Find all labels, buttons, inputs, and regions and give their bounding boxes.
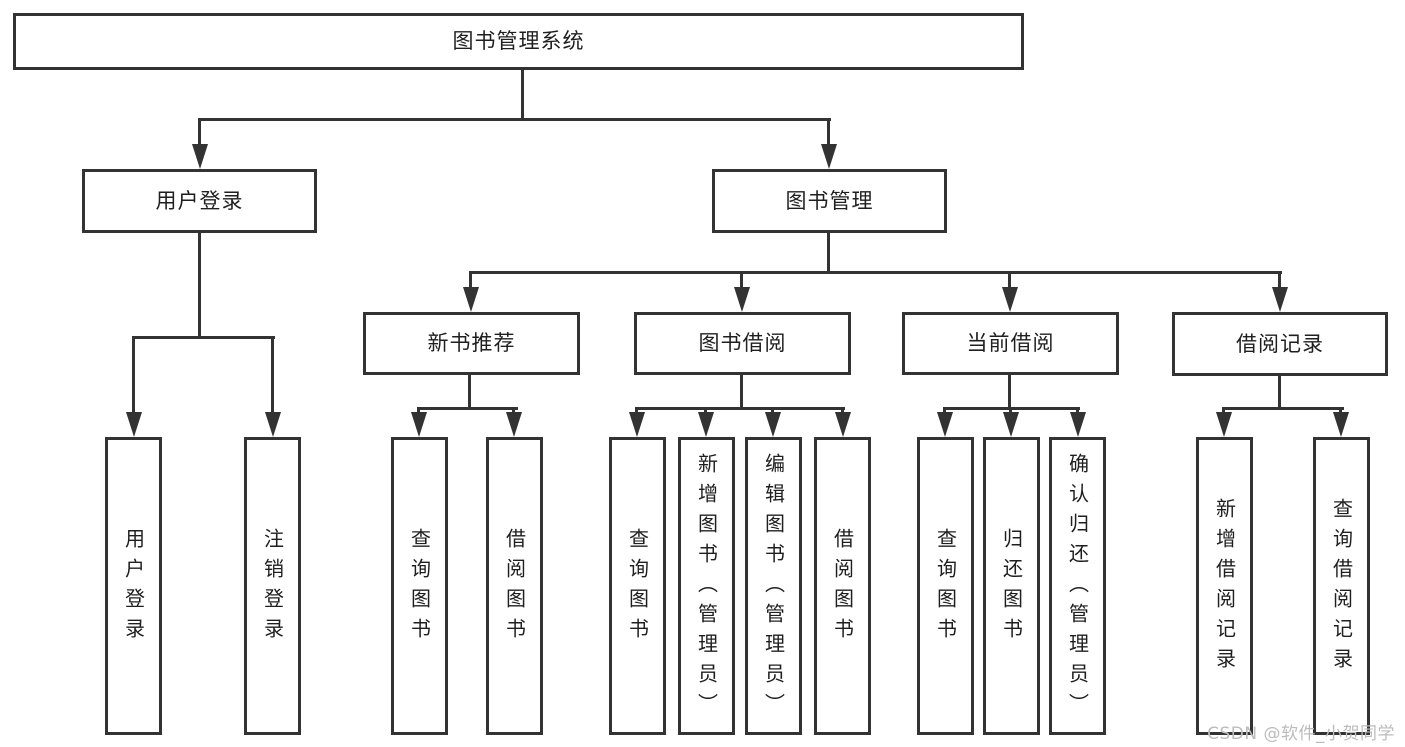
node-book-borrow: 图书借阅	[634, 312, 851, 375]
node-borrow-records: 借阅记录	[1172, 312, 1388, 376]
leaf-query-books-2: 查询图书	[609, 437, 666, 735]
leaf-query-books-1: 查询图书	[391, 437, 448, 735]
connector-root-bar	[198, 118, 831, 121]
leaf-query-books-3: 查询图书	[917, 437, 974, 735]
connector-borrow-records-stem	[1278, 376, 1281, 410]
connector-level3-bar	[469, 271, 1282, 274]
connector-new-book-recommend-stem	[468, 375, 471, 410]
connector-drop-add-book	[704, 407, 707, 415]
leaf-return-books: 归还图书	[983, 437, 1040, 735]
connector-drop-new-book-recommend	[469, 271, 472, 290]
leaf-logout: 注销登录	[244, 437, 301, 735]
connector-current-borrow-stem	[1008, 375, 1011, 410]
connector-new-book-recommend-bar	[417, 407, 518, 410]
connector-drop-borrow-records	[1278, 271, 1281, 290]
arrowhead-edit-book-icon	[765, 412, 781, 437]
leaf-query-borrow-record: 查询借阅记录	[1313, 437, 1370, 735]
arrowhead-leaf-user-login-icon	[126, 412, 142, 437]
connector-drop-query-books-2	[635, 407, 638, 415]
arrowhead-return-books-icon	[1003, 412, 1019, 437]
connector-user-login-stem	[198, 233, 201, 338]
arrowhead-book-borrow-icon	[734, 287, 750, 312]
connector-drop-borrow-books-2	[841, 407, 844, 415]
arrowhead-leaf-logout-icon	[265, 412, 281, 437]
connector-drop-edit-book	[771, 407, 774, 415]
arrowhead-borrow-books-1-icon	[506, 412, 522, 437]
arrowhead-add-borrow-record-icon	[1216, 412, 1232, 437]
leaf-borrow-books-2: 借阅图书	[814, 437, 871, 735]
arrowhead-borrow-books-2-icon	[835, 412, 851, 437]
connector-drop-query-books-3	[943, 407, 946, 415]
node-book-management: 图书管理	[712, 169, 947, 233]
connector-drop-current-borrow	[1008, 271, 1011, 290]
connector-drop-return-books	[1009, 407, 1012, 415]
connector-book-management-stem	[827, 233, 830, 274]
leaf-add-borrow-record: 新增借阅记录	[1196, 437, 1253, 735]
node-current-borrow: 当前借阅	[902, 312, 1119, 375]
connector-drop-leaf-user-login	[132, 336, 135, 415]
arrowhead-query-books-2-icon	[629, 412, 645, 437]
leaf-edit-book-admin: 编辑图书（管理员）	[745, 437, 802, 735]
leaf-confirm-return-admin: 确认归还（管理员）	[1049, 437, 1106, 735]
arrowhead-book-management-icon	[821, 144, 837, 169]
arrowhead-query-borrow-record-icon	[1333, 412, 1349, 437]
connector-drop-borrow-books-1	[512, 407, 515, 415]
arrowhead-add-book-icon	[698, 412, 714, 437]
connector-drop-confirm-return	[1076, 407, 1079, 415]
connector-borrow-records-bar	[1222, 407, 1344, 410]
csdn-watermark: CSDN @软件_小贺同学	[1207, 724, 1395, 744]
connector-drop-book-borrow	[740, 271, 743, 290]
connector-book-borrow-stem	[740, 375, 743, 410]
arrowhead-confirm-return-icon	[1070, 412, 1086, 437]
leaf-user-login: 用户登录	[105, 437, 162, 735]
arrowhead-user-login-icon	[192, 144, 208, 169]
connector-root-stem	[521, 68, 524, 120]
node-new-book-recommend: 新书推荐	[363, 312, 580, 375]
leaf-add-book-admin: 新增图书（管理员）	[678, 437, 735, 735]
connector-drop-book-management	[827, 118, 830, 148]
arrowhead-new-book-recommend-icon	[463, 287, 479, 312]
connector-book-borrow-bar	[635, 407, 845, 410]
connector-user-login-bar	[132, 336, 275, 339]
leaf-borrow-books-1: 借阅图书	[486, 437, 543, 735]
connector-drop-query-borrow-record	[1339, 407, 1342, 415]
connector-drop-leaf-logout	[271, 336, 274, 415]
arrowhead-current-borrow-icon	[1002, 287, 1018, 312]
node-book-management-system: 图书管理系统	[13, 13, 1024, 70]
connector-drop-query-books-1	[417, 407, 420, 415]
arrowhead-borrow-records-icon	[1272, 287, 1288, 312]
arrowhead-query-books-1-icon	[411, 412, 427, 437]
node-user-login: 用户登录	[82, 169, 317, 233]
connector-drop-user-login	[198, 118, 201, 148]
connector-drop-add-borrow-record	[1222, 407, 1225, 415]
arrowhead-query-books-3-icon	[937, 412, 953, 437]
